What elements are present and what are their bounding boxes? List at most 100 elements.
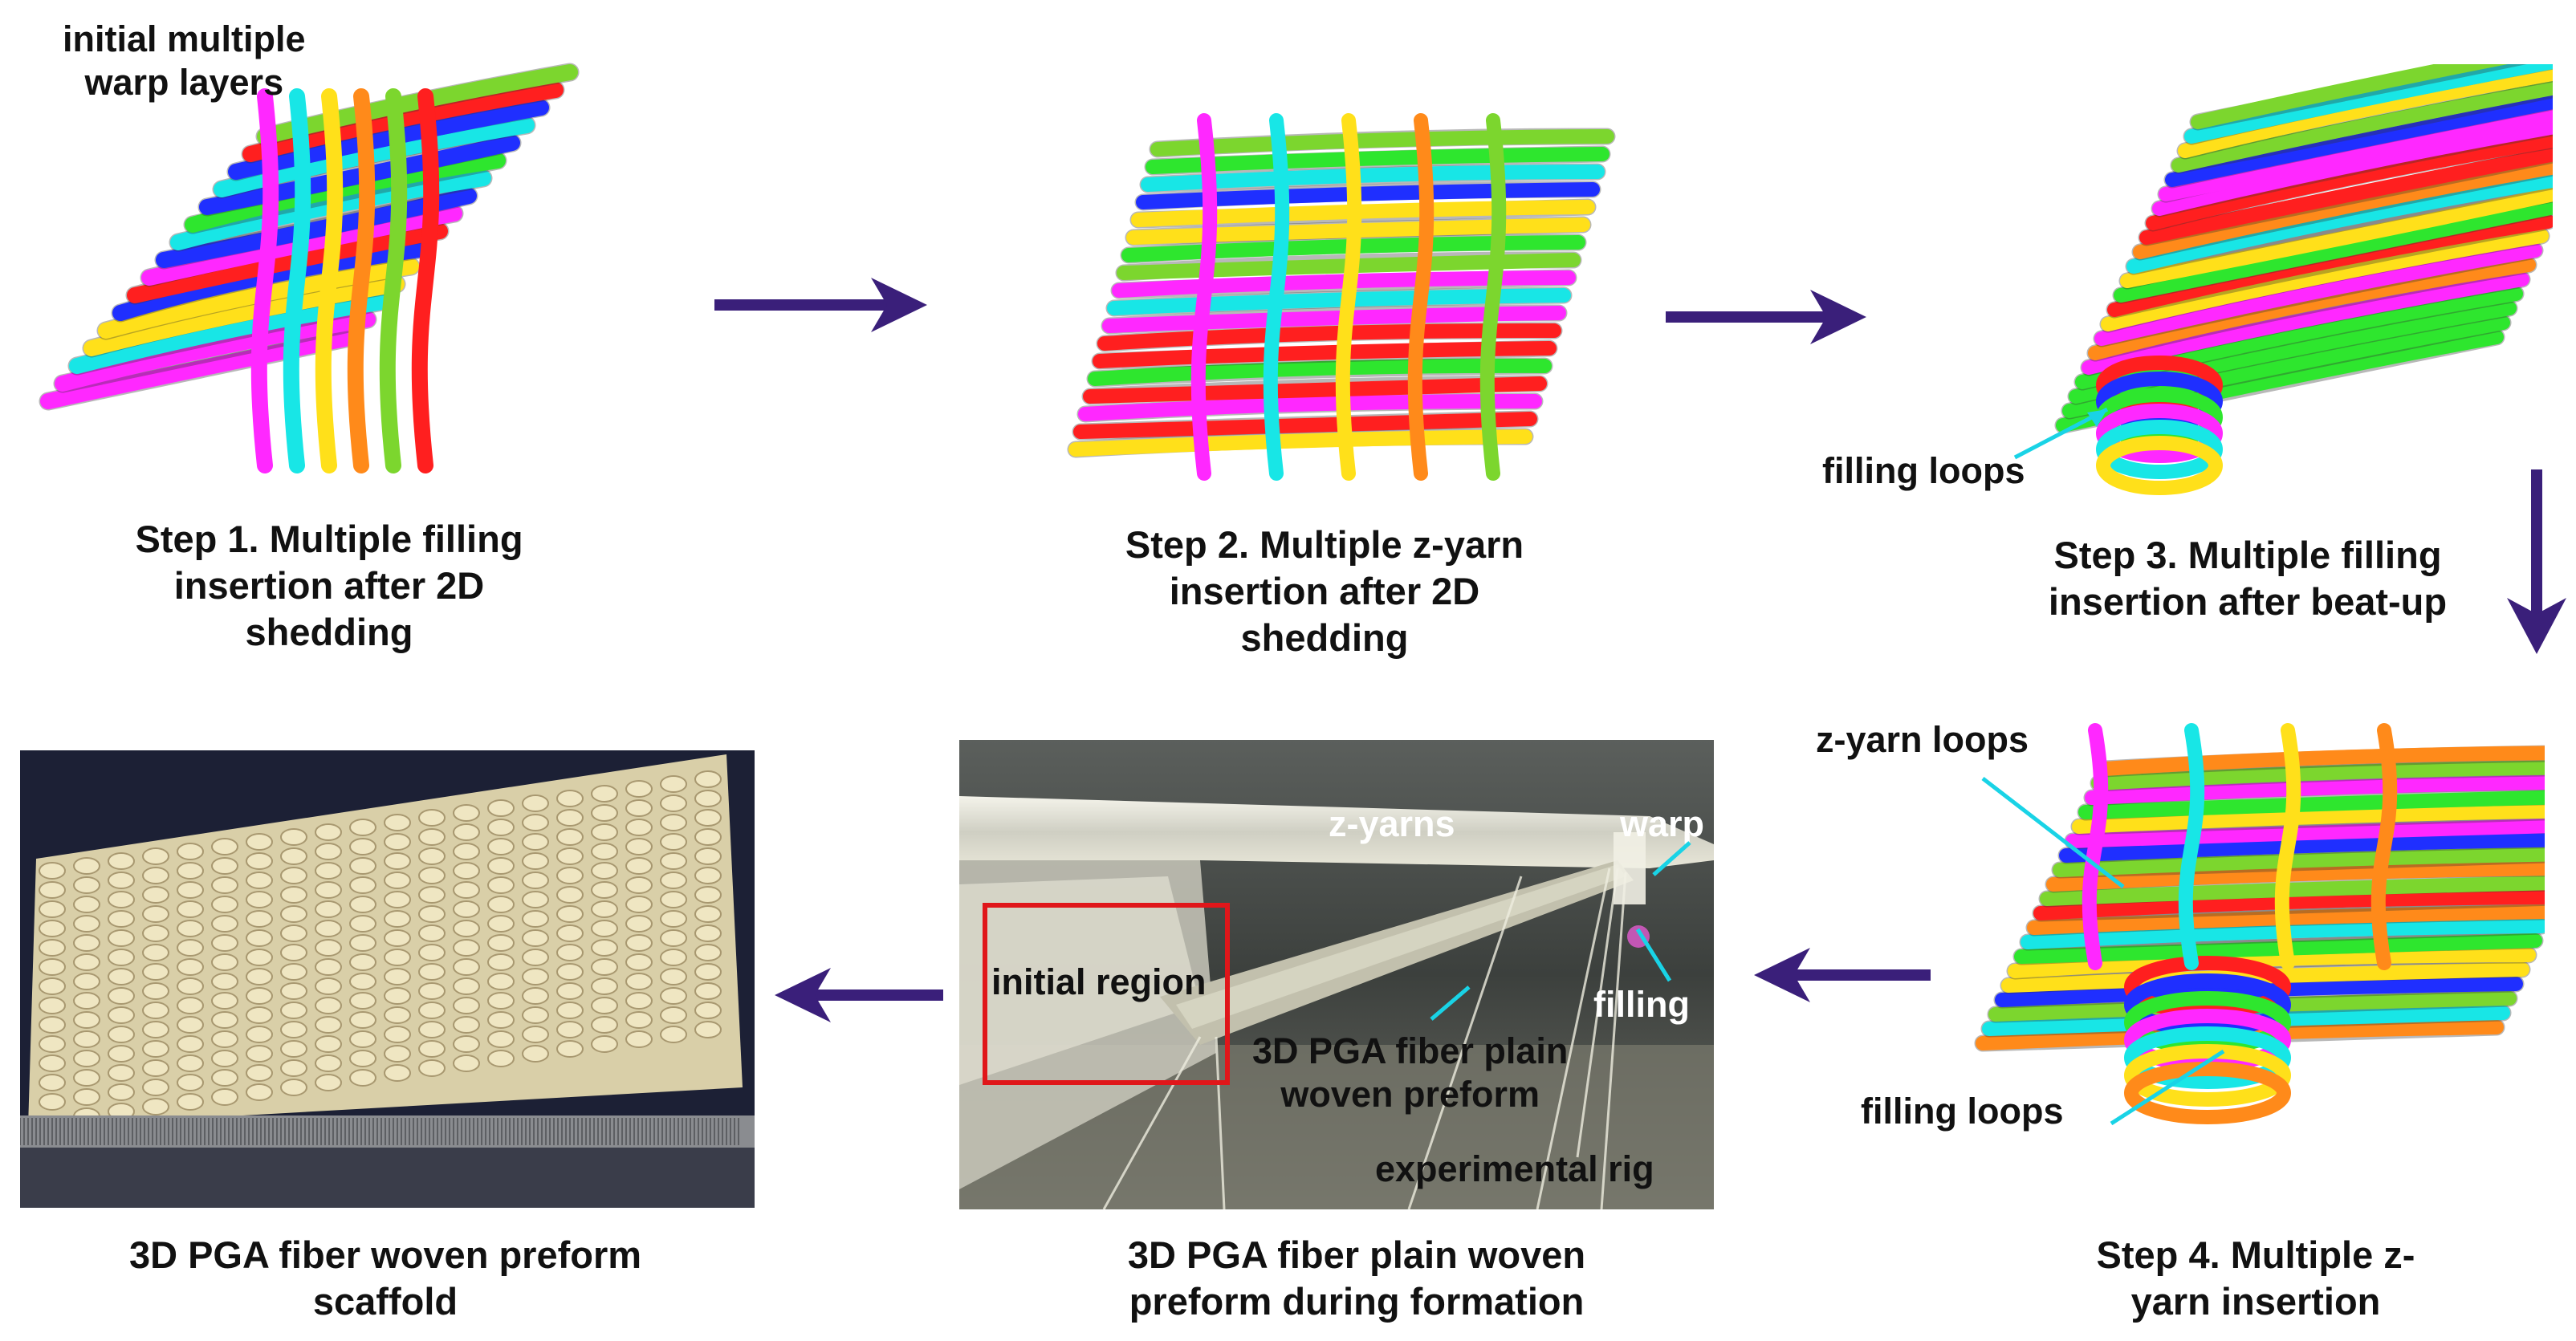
weave-knot (418, 1002, 446, 1019)
weave-knot (625, 857, 653, 875)
weave-knot (694, 944, 722, 961)
weave-knot (418, 847, 446, 865)
weave-knot (522, 814, 549, 831)
flow-arrow-right-1 (714, 278, 927, 332)
yarn-strand (2171, 80, 2553, 173)
yarn-strand (2126, 173, 2553, 274)
yarn-strand (2139, 147, 2553, 245)
weave-knot (522, 891, 549, 908)
weave-knot (556, 1040, 584, 1058)
flow-arrow-right-2 (1666, 290, 1866, 344)
weave-knot (108, 852, 135, 870)
weave-knot (315, 920, 342, 937)
weave-knot (246, 968, 273, 985)
zyarn-loops-label: z-yarn loops (1816, 719, 2029, 760)
yarn-strand (69, 294, 390, 374)
weave-knot (211, 1050, 238, 1067)
weave-knot (556, 982, 584, 1000)
weave-knot (556, 867, 584, 884)
yarn-strand (2033, 890, 2545, 920)
flow-arrow-left-2 (775, 968, 943, 1022)
weave-knot (522, 929, 549, 947)
weave-knot (142, 1021, 169, 1038)
weave-knot (418, 886, 446, 904)
step2-caption: Step 2. Multiple z-yarn insertion after … (1125, 523, 1524, 659)
warp-layers-label: initial multiple warp layers (63, 18, 306, 103)
yarn-strand (2107, 214, 2553, 317)
weave-knot (487, 1050, 515, 1067)
weave-knot (73, 953, 100, 971)
weave-knot (349, 896, 376, 913)
weave-knot (315, 1035, 342, 1053)
z-yarn-strand (411, 88, 440, 473)
yarn-strand (2046, 861, 2545, 892)
yarn-strand (2191, 64, 2508, 129)
weave-knot (487, 973, 515, 990)
weave-knot (694, 1002, 722, 1019)
weave-knot (349, 973, 376, 990)
weave-knot (177, 1074, 204, 1091)
weave-knot (625, 799, 653, 817)
weave-knot (487, 1011, 515, 1029)
weave-knot (177, 939, 204, 957)
weave-knot (625, 876, 653, 894)
z-yarn-strand (315, 88, 344, 473)
weave-knot (315, 958, 342, 976)
weave-knot (453, 939, 480, 957)
weave-knot (660, 891, 687, 908)
weave-knot (73, 934, 100, 952)
weave-knot (177, 997, 204, 1014)
weave-knot (418, 982, 446, 1000)
weave-knot (694, 847, 722, 865)
weave-knot (384, 949, 411, 966)
weave-knot (108, 987, 135, 1005)
weave-knot (384, 910, 411, 928)
weave-knot (280, 982, 307, 1000)
weave-knot (418, 905, 446, 923)
weave-knot (73, 896, 100, 913)
weave-knot (280, 1079, 307, 1096)
weave-knot (556, 828, 584, 846)
weave-knot (556, 1002, 584, 1019)
weave-knot (108, 949, 135, 966)
weave-knot (384, 1064, 411, 1082)
yarn-strand (2094, 243, 2542, 346)
weave-knot (246, 1064, 273, 1082)
weave-knot (418, 809, 446, 827)
yarn-strand (2082, 272, 2529, 375)
weave-knot (315, 977, 342, 995)
weave-knot (625, 992, 653, 1010)
z-yarn-strand (1479, 113, 1507, 481)
weave-knot (487, 934, 515, 952)
weave-knot (315, 881, 342, 899)
weave-knot (418, 944, 446, 961)
yarn-strand (2120, 186, 2553, 288)
weave-knot (625, 973, 653, 990)
weave-knot (73, 876, 100, 894)
weave-knot (39, 920, 66, 937)
weave-knot (591, 823, 618, 841)
yarn-strand (83, 276, 405, 356)
yarn-strand (2065, 819, 2545, 848)
yarn-strand (1073, 412, 1537, 439)
weave-knot (39, 900, 66, 918)
weave-knot (418, 963, 446, 981)
yarn-loop (2124, 1026, 2291, 1089)
yarn-strand (2098, 746, 2545, 776)
weave-knot (315, 939, 342, 957)
weave-knot (108, 968, 135, 985)
step4-yarn-render (1967, 706, 2545, 1156)
weave-knot (694, 790, 722, 807)
weave-knot (246, 987, 273, 1005)
weave-knot (591, 1016, 618, 1034)
z-yarn-strand (1407, 113, 1435, 481)
yarn-strand (2088, 258, 2536, 360)
z-yarn-strand (283, 88, 311, 473)
yarn-strand (2159, 108, 2553, 201)
weave-knot (280, 828, 307, 846)
weave-knot (522, 949, 549, 966)
weave-knot (694, 809, 722, 827)
weave-knot (108, 872, 135, 889)
z-yarn-strand (1263, 113, 1290, 481)
weave-knot (73, 973, 100, 990)
